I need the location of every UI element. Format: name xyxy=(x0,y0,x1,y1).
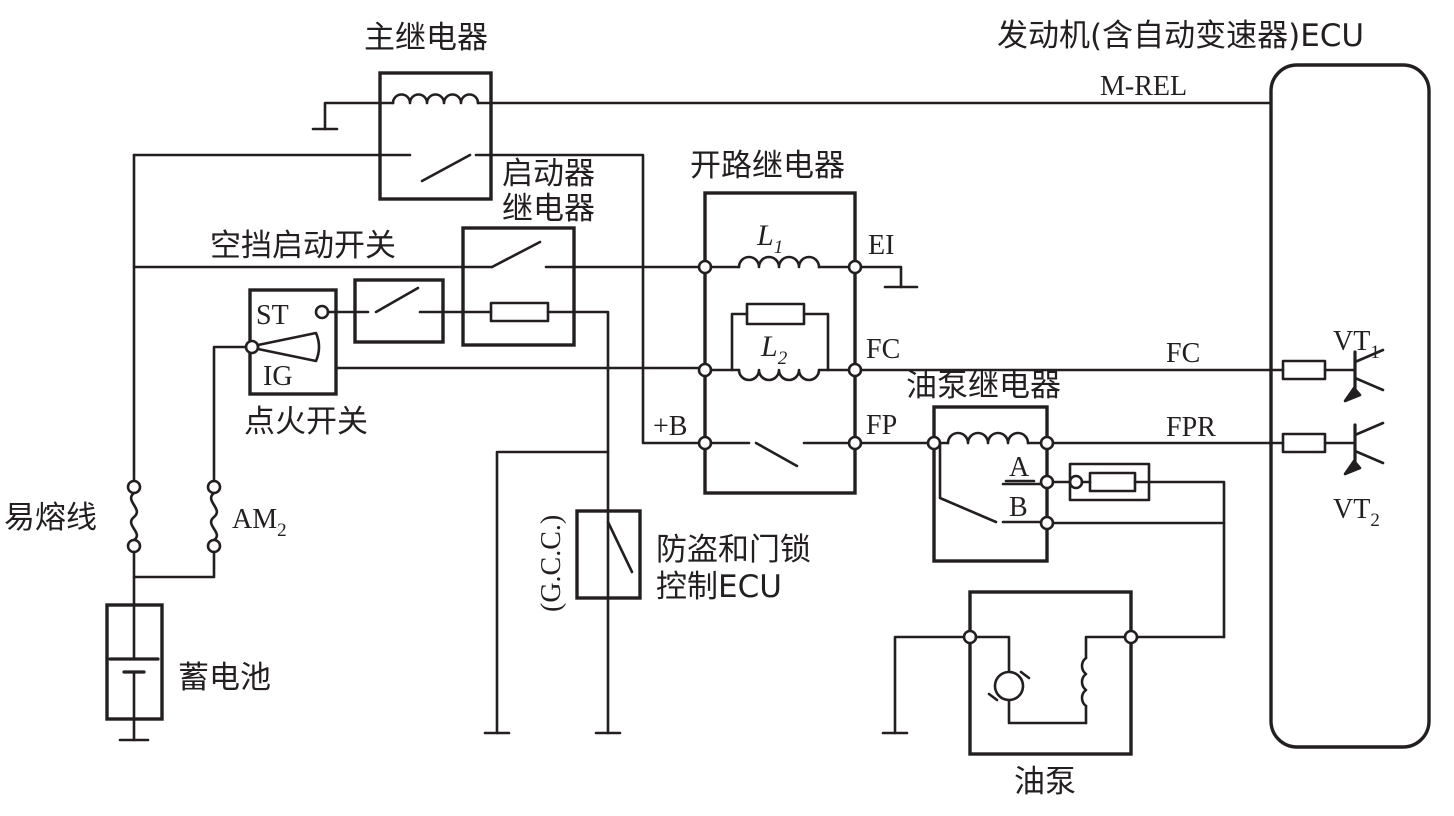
starter-relay-coil xyxy=(489,301,550,323)
gcc-ground-wire xyxy=(495,450,610,735)
fp-label: FP xyxy=(866,410,897,441)
ei-label: EI xyxy=(868,230,894,261)
neutral-start-switch-label: 空挡启动开关 xyxy=(210,228,396,264)
circuit-opening-relay-contact xyxy=(754,441,799,468)
starter-coil-ground-wire xyxy=(546,310,610,735)
neutral-start-switch xyxy=(326,286,493,314)
theft-ecu-label-1: 防盗和门锁 xyxy=(656,532,811,568)
vt2-label: VT2 xyxy=(1333,494,1380,531)
main-relay-box xyxy=(378,71,493,201)
theft-ecu-switch xyxy=(606,520,634,574)
am2-to-battery-wire xyxy=(132,550,216,579)
starter-relay-box xyxy=(461,226,576,347)
fusible-link xyxy=(126,479,142,554)
fuel-pump xyxy=(881,629,1226,735)
fuel-pump-relay-contact xyxy=(938,441,998,524)
main-relay-contact xyxy=(420,153,472,183)
am2-label: AM2 xyxy=(232,504,287,541)
fuel-pump-resistor xyxy=(1088,471,1137,493)
starter-relay-contact xyxy=(490,240,542,269)
terminal-b-label: B xyxy=(1009,492,1028,523)
fc-ecu-label: FC xyxy=(1166,338,1200,369)
am2-to-ignition-wire xyxy=(212,345,248,483)
pump-motor-symbol xyxy=(993,670,1025,702)
main-relay-label: 主继电器 xyxy=(364,20,488,56)
battery-symbol xyxy=(108,603,160,742)
l2-coil xyxy=(737,368,821,382)
ecu-title: 发动机(含自动变速器)ECU xyxy=(997,18,1364,54)
neutral-switch-contact xyxy=(374,286,420,314)
theft-ecu-label-2: 控制ECU xyxy=(656,569,782,605)
gcc-label: (G.C.C.) xyxy=(536,515,567,612)
ignition-switch-label: 点火开关 xyxy=(244,404,368,440)
theft-deterrent-ecu xyxy=(483,450,634,735)
fuel-pump-relay xyxy=(926,431,1285,639)
terminal-a-label: A xyxy=(1009,452,1030,483)
vt2-transistor xyxy=(1281,421,1385,476)
plus-b-label: +B xyxy=(653,411,687,442)
main-relay xyxy=(132,93,1273,445)
vt1-transistor xyxy=(1281,348,1385,403)
fuel-pump-ground-wire xyxy=(893,635,966,735)
fc-relay-label: FC xyxy=(866,334,900,365)
engine-ecu-box xyxy=(1269,63,1431,749)
fusible-link-label: 易熔线 xyxy=(4,500,97,536)
l2-resistor xyxy=(745,302,806,326)
starter-relay-label-2: 继电器 xyxy=(502,191,595,227)
ignition-switch xyxy=(244,304,707,370)
battery-label: 蓄电池 xyxy=(178,660,271,696)
l1-label: L1 xyxy=(756,219,783,258)
starter-relay xyxy=(132,240,701,735)
fuel-pump-label: 油泵 xyxy=(1014,764,1076,800)
fuel-pump-box xyxy=(968,590,1133,756)
fuel-pump-relay-label: 油泵继电器 xyxy=(906,368,1061,404)
main-relay-ground-lead xyxy=(323,101,395,131)
pump-coil xyxy=(1080,656,1088,708)
st-label: ST xyxy=(256,300,289,331)
fuel-pump-relay-coil xyxy=(946,431,1030,445)
starter-relay-label-1: 启动器 xyxy=(502,156,595,192)
fpr-label: FPR xyxy=(1166,412,1216,443)
resistor-to-pump-wire xyxy=(1133,480,1226,639)
am2-fuse xyxy=(206,479,222,554)
main-relay-output-wire xyxy=(474,153,707,445)
circuit-opening-relay-box xyxy=(703,191,857,495)
ig-label: IG xyxy=(263,361,293,392)
circuit-opening-relay-label: 开路继电器 xyxy=(690,148,845,184)
l1-coil xyxy=(737,255,821,269)
main-relay-coil xyxy=(391,93,480,105)
vt1-label: VT1 xyxy=(1333,326,1380,363)
l2-label: L2 xyxy=(760,330,788,369)
ei-ground-wire xyxy=(859,265,903,289)
circuit-opening-relay xyxy=(697,255,919,468)
m-rel-label: M-REL xyxy=(1100,71,1187,102)
